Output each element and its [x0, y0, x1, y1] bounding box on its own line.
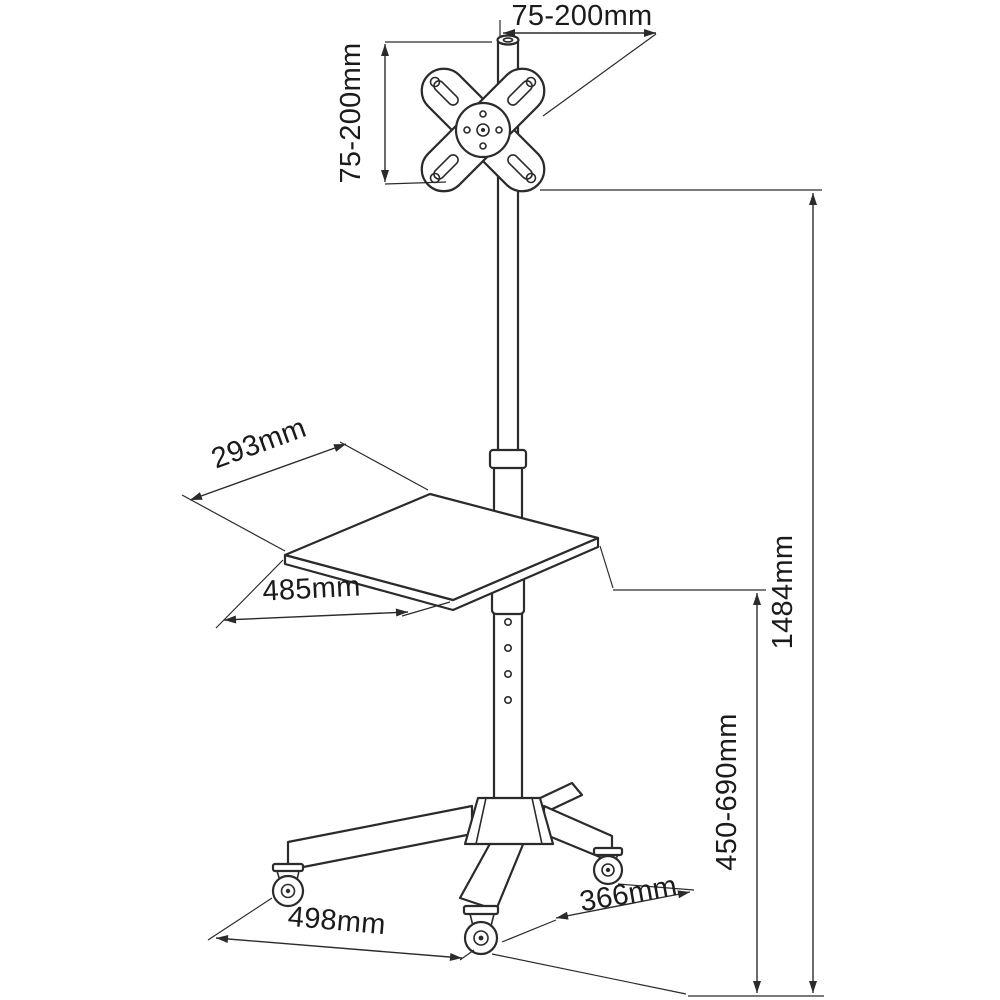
caster-right [592, 846, 624, 886]
vesa-center-dot [481, 128, 485, 132]
dim-shelf-depth-label: 293mm [207, 412, 310, 476]
extension-line [181, 494, 286, 552]
caster-axle [285, 888, 291, 894]
extension-line [207, 897, 273, 941]
base-left-leg [286, 804, 474, 872]
adjustment-hole [503, 643, 512, 652]
vesa-tip-hole [429, 76, 441, 88]
caster-axle [478, 935, 484, 941]
dim-vesa-width: 75-200mm [499, 0, 657, 117]
extension-line [384, 181, 447, 185]
vesa-boss-hole [495, 126, 503, 134]
vesa-boss-hole [479, 110, 487, 118]
extension-line [542, 33, 657, 117]
extension-line [401, 601, 451, 617]
dimension-line [189, 443, 347, 501]
shelf [283, 492, 600, 612]
dim-height-adjustment: 450-690mm [599, 545, 766, 993]
dim-height-adjustment-label: 450-690mm [711, 713, 743, 870]
base-hub [463, 796, 555, 846]
dim-base-depth-label: 366mm [577, 870, 679, 919]
pole-collar [488, 448, 528, 470]
dim-base-width-label: 498mm [286, 901, 387, 941]
caster-fork [490, 913, 495, 927]
caster-axle [605, 867, 611, 873]
hub-gusset-line [475, 797, 487, 845]
caster-mount-plate [462, 904, 500, 916]
adjustment-hole [503, 669, 512, 678]
dim-shelf-width-label: 485mm [262, 570, 362, 607]
pole-top-hole [502, 37, 514, 43]
extension-line [491, 953, 687, 995]
caster-mount-plate [592, 846, 624, 857]
hub-gusset-line [531, 797, 543, 845]
vesa-boss-hole [463, 126, 471, 134]
extension-line [459, 949, 475, 961]
caster-left [271, 862, 305, 908]
vesa-slot [507, 80, 533, 106]
shelf-top-surface [283, 492, 600, 602]
vesa-boss-hole [479, 142, 487, 150]
vesa-tip-hole [525, 76, 537, 88]
extension-line [339, 441, 429, 491]
dim-vesa-width-label: 75-200mm [511, 0, 652, 32]
dim-vesa-height-label: 75-200mm [335, 42, 367, 183]
dimension-line [215, 934, 463, 962]
vesa-slot [433, 80, 459, 106]
base-front-leg [458, 838, 526, 912]
vesa-plate [420, 67, 546, 193]
vesa-center-hole [476, 123, 490, 137]
adjustment-hole [503, 617, 512, 626]
dim-vesa-height: 75-200mm [335, 41, 492, 185]
vesa-slot [433, 154, 459, 180]
dim-total-height-label: 1484mm [767, 535, 799, 650]
caster-wheel-hub [280, 883, 296, 899]
adjustment-hole [503, 695, 512, 704]
dimension-line [555, 890, 691, 920]
dimension-line [223, 608, 409, 624]
pole-top-cap [496, 34, 520, 46]
base [286, 781, 614, 912]
dim-total-height: 1484mm [491, 189, 824, 997]
caster-wheel-hub [473, 930, 489, 946]
dim-base-width: 498mm [207, 897, 475, 962]
extension-line [599, 545, 614, 589]
extension-line [501, 919, 557, 943]
caster-wheel-hub [601, 863, 615, 877]
dim-shelf-width: 485mm [215, 559, 451, 629]
extension-line [617, 883, 695, 891]
caster-front [462, 904, 500, 956]
vesa-tip-hole [525, 172, 537, 184]
caster-mount-plate [271, 862, 305, 873]
vesa-slot [507, 154, 533, 180]
